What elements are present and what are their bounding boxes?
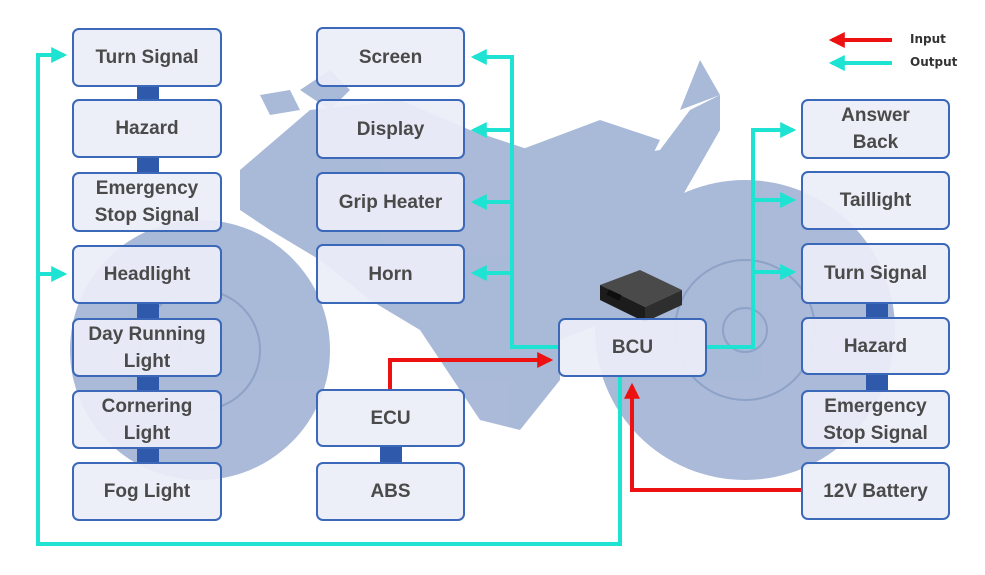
line-ecu-to-bcu xyxy=(388,352,554,390)
box-abs: ABS xyxy=(316,462,465,521)
box-left-turn-signal: Turn Signal xyxy=(72,28,222,87)
input-lines xyxy=(388,352,802,492)
line-bcu-to-right xyxy=(707,122,797,349)
box-headlight: Headlight xyxy=(72,245,222,304)
box-taillight: Taillight xyxy=(801,171,950,230)
box-grip-heater: Grip Heater xyxy=(316,172,465,232)
box-day-running-light: Day Running Light xyxy=(72,318,222,377)
box-horn: Horn xyxy=(316,244,465,304)
box-right-emergency-stop-signal: Emergency Stop Signal xyxy=(801,390,950,449)
output-lines xyxy=(36,47,797,546)
line-bcu-to-left xyxy=(36,47,622,546)
legend-output-label: Output xyxy=(910,55,958,69)
box-answer-back: Answer Back xyxy=(801,99,950,159)
box-bcu: BCU xyxy=(558,318,707,377)
box-ecu: ECU xyxy=(316,389,465,447)
control-unit-device-icon xyxy=(600,270,682,322)
legend-input-label: Input xyxy=(910,32,946,46)
box-display: Display xyxy=(316,99,465,159)
legend-arrows xyxy=(828,32,892,71)
line-battery-to-bcu xyxy=(624,382,802,492)
box-right-turn-signal: Turn Signal xyxy=(801,243,950,304)
box-cornering-light: Cornering Light xyxy=(72,390,222,449)
box-left-emergency-stop-signal: Emergency Stop Signal xyxy=(72,172,222,232)
box-right-hazard: Hazard xyxy=(801,317,950,375)
box-left-hazard: Hazard xyxy=(72,99,222,158)
box-12v-battery: 12V Battery xyxy=(801,462,950,520)
box-screen: Screen xyxy=(316,27,465,87)
box-connectors xyxy=(137,87,888,462)
box-fog-light: Fog Light xyxy=(72,462,222,521)
